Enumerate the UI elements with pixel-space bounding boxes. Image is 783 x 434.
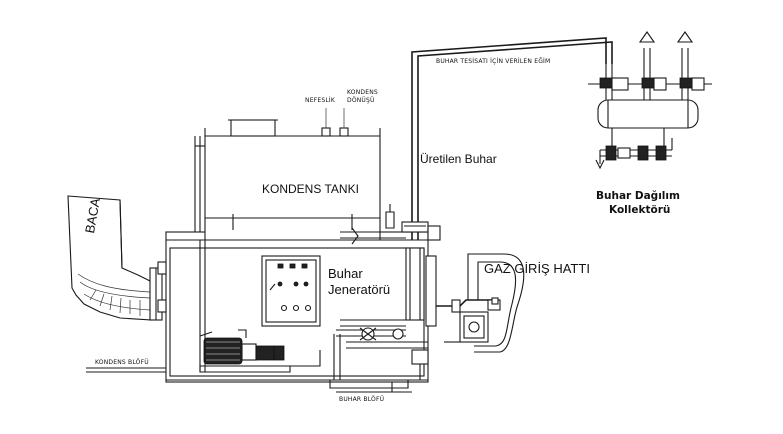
gas-line — [436, 253, 525, 353]
condensate-tank — [194, 108, 381, 241]
chimney-duct — [67, 195, 163, 321]
control-panel — [261, 255, 321, 327]
steam-collector — [588, 31, 712, 170]
jenerator-label-1: Buhar — [328, 266, 363, 281]
steam-riser — [340, 37, 613, 327]
kondens-blofu-label: KONDENS BLÖFÜ — [95, 359, 149, 366]
nefeslik-label: NEFESLİK — [305, 97, 335, 104]
jenerator-label-2: Jeneratörü — [328, 282, 391, 297]
buhar-tesisati-label: BUHAR TESİSATI İÇİN VERİLEN EĞİM — [436, 58, 551, 65]
kondens-donusu-label-1: KONDENS — [347, 89, 378, 96]
kollektor-label-1: Buhar Dağılım — [596, 190, 680, 202]
buhar-blofu-label: BUHAR BLÖFÜ — [339, 396, 385, 403]
uretilen-buhar-label: Üretilen Buhar — [420, 152, 497, 166]
kollektor-label-2: Kollektörü — [609, 204, 671, 216]
kondens-donusu-label-2: DÖNÜŞÜ — [347, 97, 375, 104]
gaz-giris-label: GAZ GİRİŞ HATTI — [484, 261, 590, 276]
kondens-tanki-label: KONDENS TANKI — [262, 182, 359, 196]
lower-piping — [86, 240, 429, 393]
